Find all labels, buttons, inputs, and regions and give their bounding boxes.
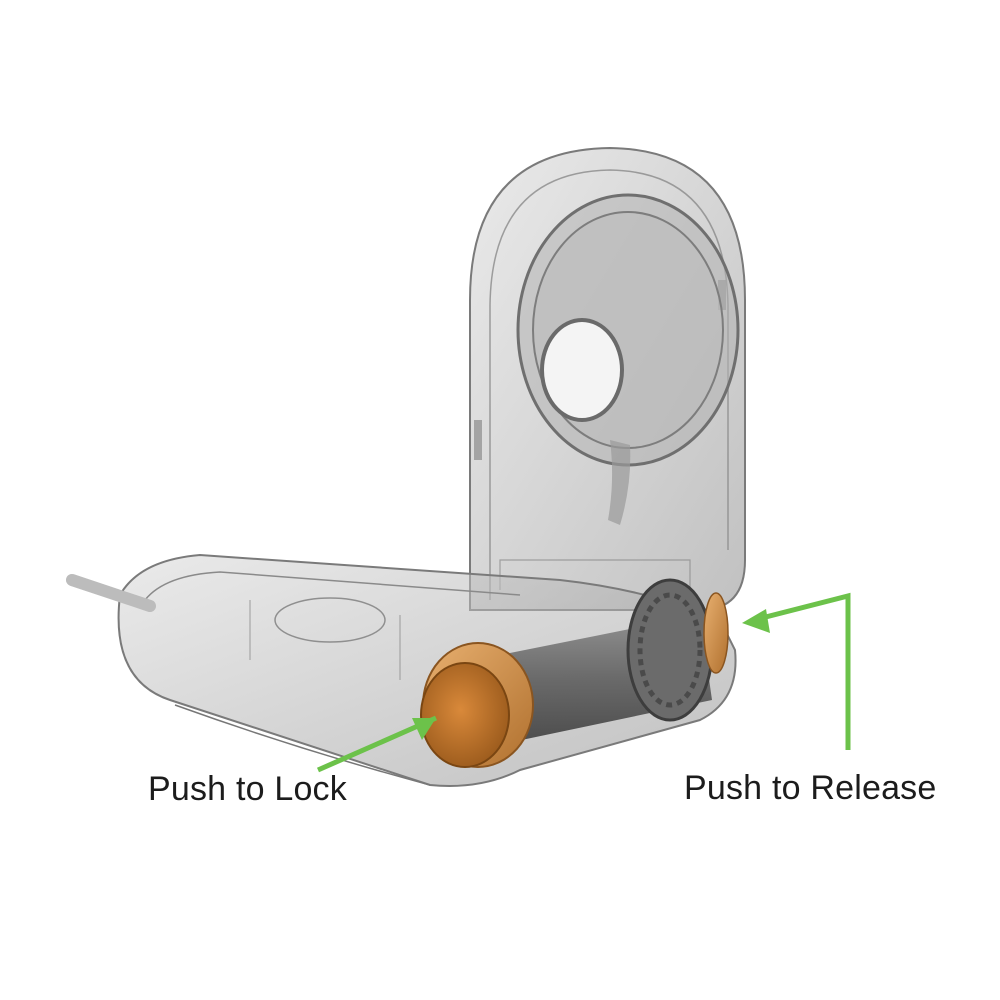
lens-window [540, 318, 624, 422]
push-to-lock-label: Push to Lock [148, 770, 347, 808]
arrow-release [742, 592, 851, 750]
arrow-lock [316, 715, 438, 773]
push-to-release-label: Push to Release [684, 769, 937, 807]
hinge-axle [500, 578, 714, 742]
release-ring [703, 592, 729, 674]
cable [66, 574, 156, 612]
lock-button [420, 642, 534, 768]
base-plate [117, 553, 737, 787]
